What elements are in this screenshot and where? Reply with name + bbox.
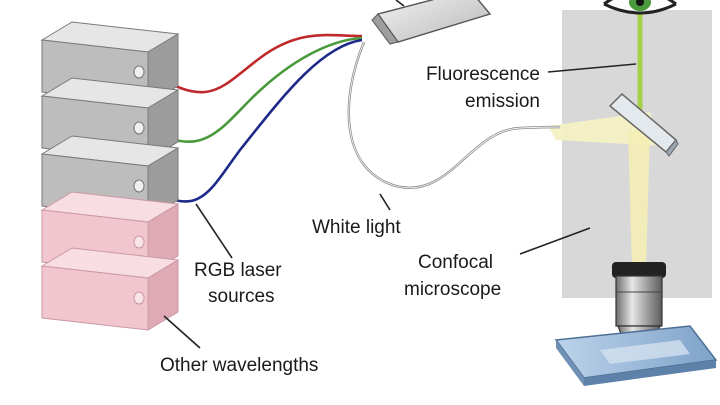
green-fiber	[149, 36, 363, 143]
white-light-leader	[379, 193, 391, 211]
slide-icon	[554, 325, 718, 386]
confocal-leader	[519, 227, 591, 255]
fluorescence-leader	[547, 63, 637, 73]
red-fiber	[149, 33, 363, 94]
fiber-coupler-icon	[371, 0, 492, 45]
white-light-fiber-core	[348, 41, 561, 189]
dichroic-mirror-icon	[608, 92, 679, 157]
label-rgb-line2: sources	[208, 286, 275, 307]
label-fluorescence-line1: Fluorescence	[426, 64, 540, 85]
other-leader	[163, 315, 201, 349]
label-white-light: White light	[312, 217, 401, 238]
blue-fiber	[149, 38, 363, 203]
excitation-beam-down	[628, 130, 650, 268]
eye-icon	[603, 0, 677, 15]
label-fluorescence-line2: emission	[465, 91, 540, 112]
label-other-wavelengths: Other wavelengths	[160, 355, 318, 376]
label-confocal-line1: Confocal	[418, 252, 493, 273]
other-box-2	[40, 247, 180, 331]
label-rgb-line1: RGB laser	[194, 260, 282, 281]
label-confocal-line2: microscope	[404, 279, 501, 300]
rgb-leader	[195, 203, 233, 259]
